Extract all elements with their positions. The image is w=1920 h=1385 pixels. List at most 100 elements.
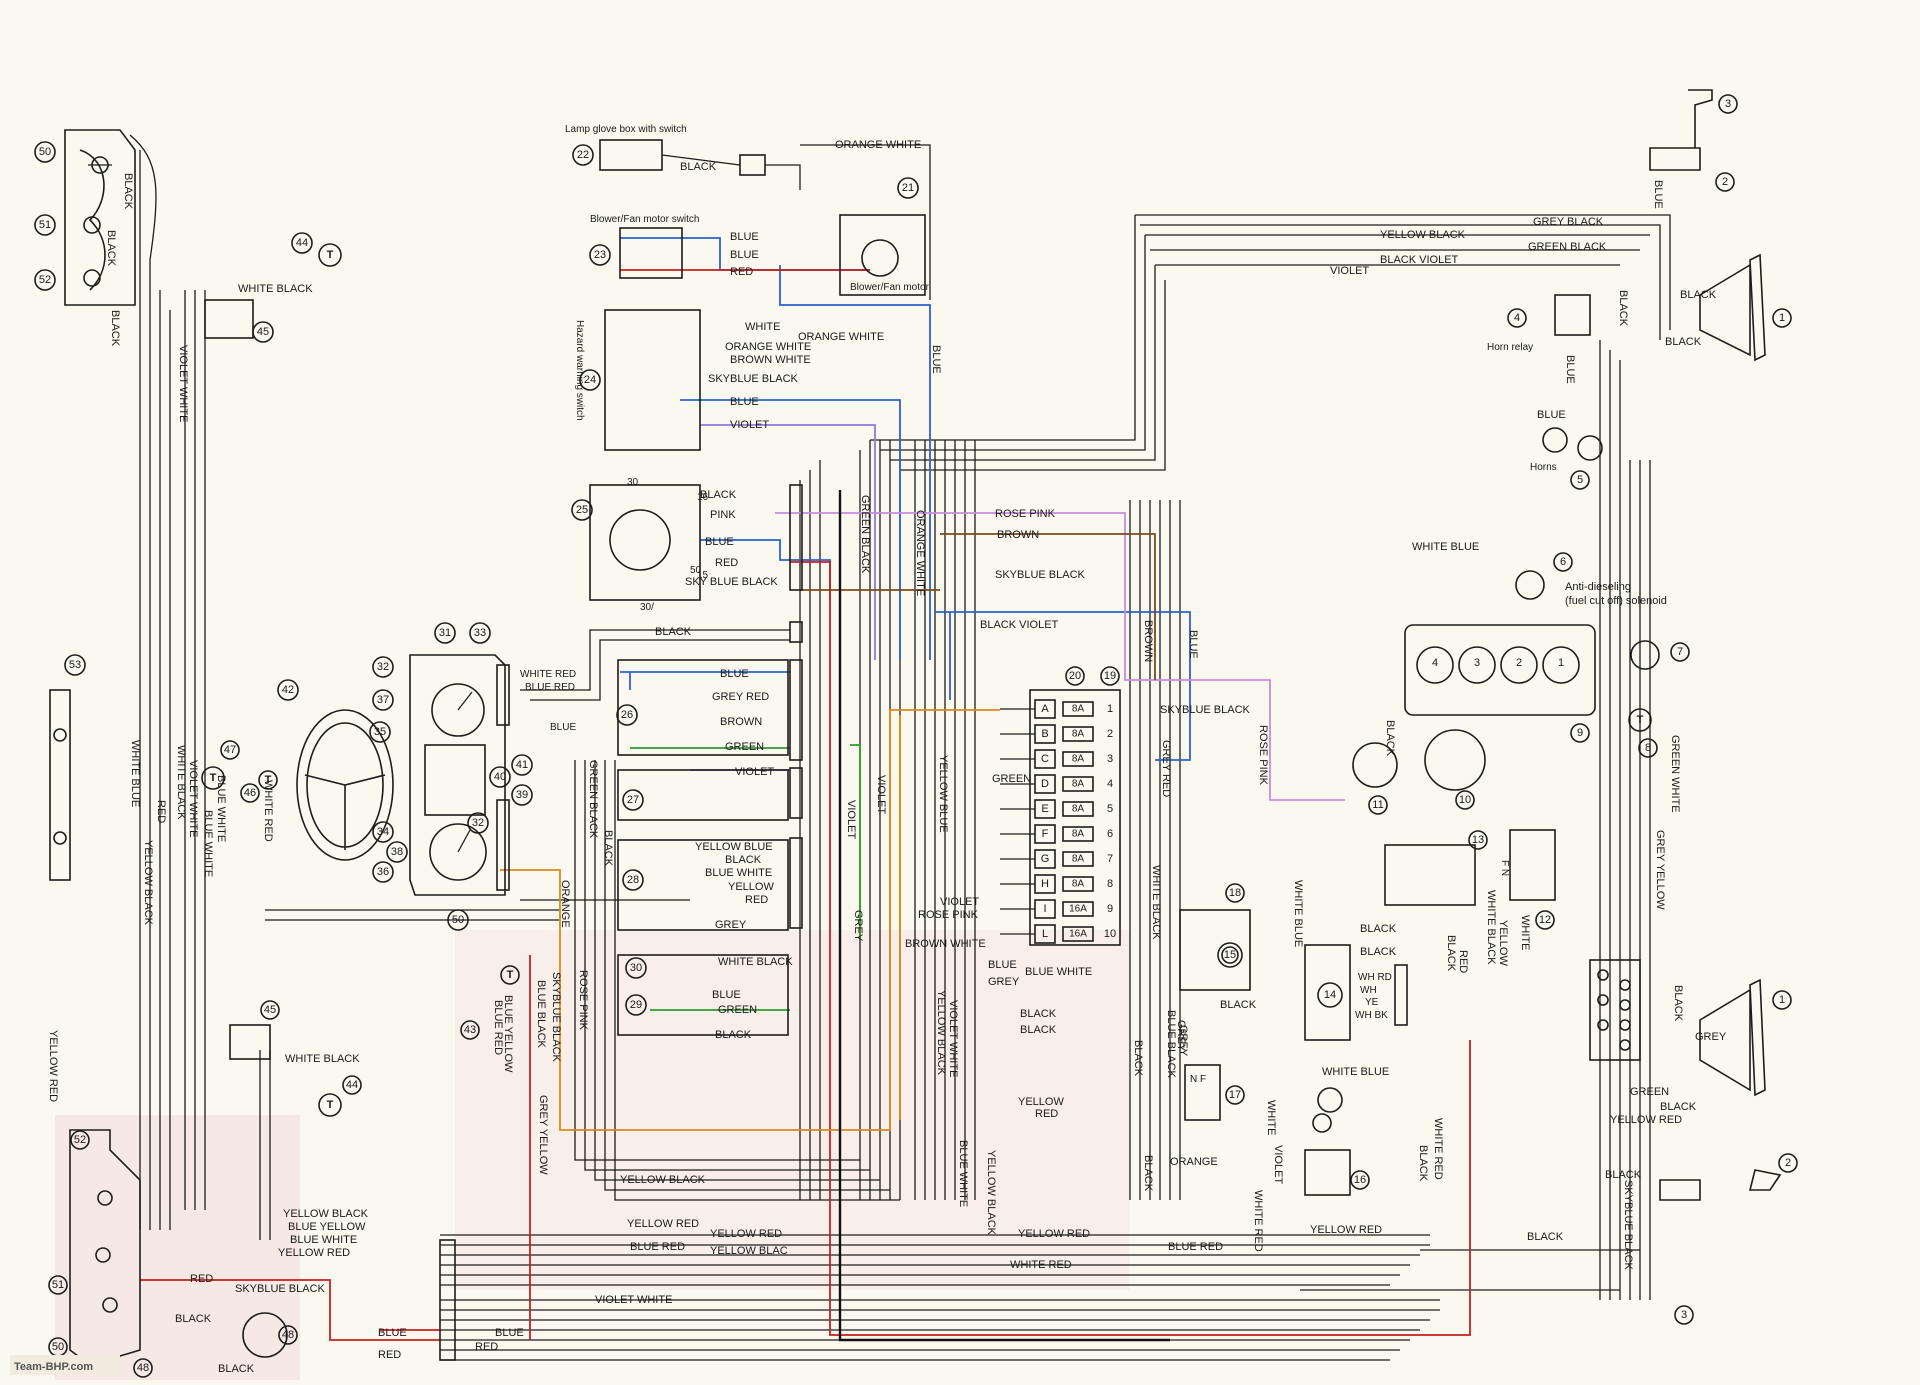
fuse (1062, 826, 1094, 842)
wire-label-black: BLACK (680, 161, 717, 173)
wire-label-green: GREEN (1630, 1086, 1669, 1098)
wire-label-blue-red: BLUE RED (630, 1241, 685, 1253)
center-wire-labels: ROSE PINK BROWN SKYBLUE BLACK BLACK VIOL… (47, 345, 1564, 1375)
black-harness (129, 134, 1671, 1361)
svg-text:3: 3 (1474, 657, 1480, 669)
side-indicator-bottom-left: 45 T 44 WHITE BLACK T 43 (229, 965, 520, 1117)
label-51b: 51 (52, 1279, 64, 1291)
wire-label-violet: VIOLET (1330, 265, 1369, 277)
fuse-pin: 6 (1107, 828, 1113, 840)
label-circle-52 (34, 269, 56, 291)
switch-28: 28 YELLOW BLUE BLACK BLUE WHITE YELLOW R… (617, 837, 803, 931)
wire-label-black: BLACK (1665, 336, 1702, 348)
wire-label-green: GREEN (718, 1004, 757, 1016)
wire-label-blue-white: BLUE WHITE (1025, 966, 1092, 978)
wire-label-black: BLACK (1660, 1101, 1697, 1113)
wire-label-red: RED (715, 557, 738, 569)
fuse-rating: 8A (1072, 829, 1085, 840)
label-27: 27 (627, 794, 639, 806)
label-16: 16 (1354, 1174, 1366, 1186)
fuse-rating: 8A (1072, 854, 1085, 865)
wire-label-white-blue: WHITE BLUE (1412, 541, 1479, 553)
mini-wh: WH (1360, 985, 1377, 996)
wire-label-brown: BROWN (720, 716, 762, 728)
wire-label-brown: BROWN (997, 529, 1039, 541)
wire-label-red: RED (1457, 950, 1469, 973)
wire-label-black: BLACK (1672, 985, 1684, 1022)
wire-label-violet-white: VIOLET WHITE (595, 1294, 672, 1306)
components: 50 51 52 BLACK BLACK BLACK T 44 45 WHITE… (34, 89, 1798, 1378)
svg-text:T: T (327, 1099, 334, 1111)
fuse (1062, 801, 1094, 817)
label-37: 37 (377, 694, 389, 706)
sensors-7-8: 7 T 8 GREEN WHITE GREY YELLOW (1628, 640, 1690, 910)
wire-label-black: BLACK (1605, 1169, 1642, 1181)
wire-label-black: BLACK (1360, 923, 1397, 935)
lamp-glove-box-22: 22 Lamp glove box with switch BLACK ORAN… (565, 124, 931, 300)
label-45b: 45 (264, 1004, 276, 1016)
label-32: 32 (377, 661, 389, 673)
wire-label-blue-yellow: BLUE YELLOW (288, 1221, 366, 1233)
wire-label-black: BLACK (1527, 1231, 1564, 1243)
wire-label-red: RED (475, 1341, 498, 1353)
horn-relay-title: Horn relay (1487, 342, 1533, 353)
wire-label-yellow: YELLOW (1018, 1096, 1064, 1108)
label-circle-50 (34, 141, 56, 163)
wire-label-skyblue-black: SKYBLUE BLACK (550, 972, 562, 1063)
wire-label-white-blue: WHITE BLUE (1292, 880, 1304, 947)
wire-label-rose-pink: ROSE PINK (995, 508, 1056, 520)
label-28: 28 (627, 874, 639, 886)
team-bhp-logo: Team-BHP.com (10, 1355, 120, 1375)
label-48b: 48 (282, 1329, 294, 1341)
wire-label-blue: BLUE (705, 536, 734, 548)
wire-label-yellow-red: YELLOW RED (627, 1218, 699, 1230)
fuse-rating: 8A (1072, 804, 1085, 815)
wire-label-red: RED (730, 266, 753, 278)
label-35: 35 (374, 726, 386, 738)
svg-text:T: T (210, 772, 217, 784)
fuse-letter: A (1041, 703, 1049, 715)
fuse (1062, 776, 1094, 792)
wire-label-green-black: GREEN BLACK (587, 760, 599, 839)
label-2b: 2 (1785, 1157, 1791, 1169)
wire-label-orange: ORANGE (559, 880, 571, 928)
blower-switch-title: Blower/Fan motor switch (590, 214, 699, 225)
fuse-pin: 4 (1107, 778, 1113, 790)
wire-label-blue: BLUE (495, 1327, 524, 1339)
label-12: 12 (1539, 914, 1551, 926)
fuse (1062, 851, 1094, 867)
steering-wheel-42: 42 (277, 679, 394, 861)
wire-label-white-blue: WHITE BLUE (1322, 1066, 1389, 1078)
label-21: 21 (902, 182, 914, 194)
label-1: 1 (1779, 312, 1785, 324)
wire-label-green: GREEN (725, 741, 764, 753)
fuse-pin: 9 (1107, 903, 1113, 915)
wire-label-grey-red: GREY RED (712, 691, 769, 703)
label-circle-51 (34, 214, 56, 236)
label-33: 33 (474, 627, 486, 639)
wire-label-white: WHITE (745, 321, 780, 333)
wire-label-yellow: YELLOW (1497, 920, 1509, 966)
label-41: 41 (516, 759, 528, 771)
wire-label-black: BLACK (1132, 1040, 1144, 1077)
wire-label-orange-white: ORANGE WHITE (914, 510, 926, 596)
wire-label-skyblue-black: SKYBLUE BLACK (708, 373, 799, 385)
label-7: 7 (1677, 646, 1683, 658)
fuse-rating: 8A (1072, 879, 1085, 890)
mini-wh-rd: WH RD (1358, 972, 1392, 983)
fuse-letter: G (1041, 853, 1050, 865)
wire-label-pink: PINK (710, 509, 736, 521)
headlamp-top-right: 1 2 3 BLUE BLACK BLACK BLACK GREY BLACK … (1330, 89, 1792, 490)
wire-label-skyblue-black: SKYBLUE BLACK (1622, 1180, 1634, 1271)
shaded-region-center (455, 930, 1130, 1290)
wire-label-black: BLACK (105, 230, 117, 267)
label-50b: 50 (452, 914, 464, 926)
wire-label-violet: VIOLET (1272, 1145, 1284, 1184)
label-34: 34 (377, 826, 389, 838)
wire-label-blue: BLUE (1537, 409, 1566, 421)
wire-label-yellow-red: YELLOW RED (1610, 1114, 1682, 1126)
label-18: 18 (1229, 887, 1241, 899)
fuse-rating: 8A (1072, 704, 1085, 715)
wire-label-blue-white: BLUE WHITE (290, 1234, 357, 1246)
svg-text:4: 4 (1432, 657, 1438, 669)
